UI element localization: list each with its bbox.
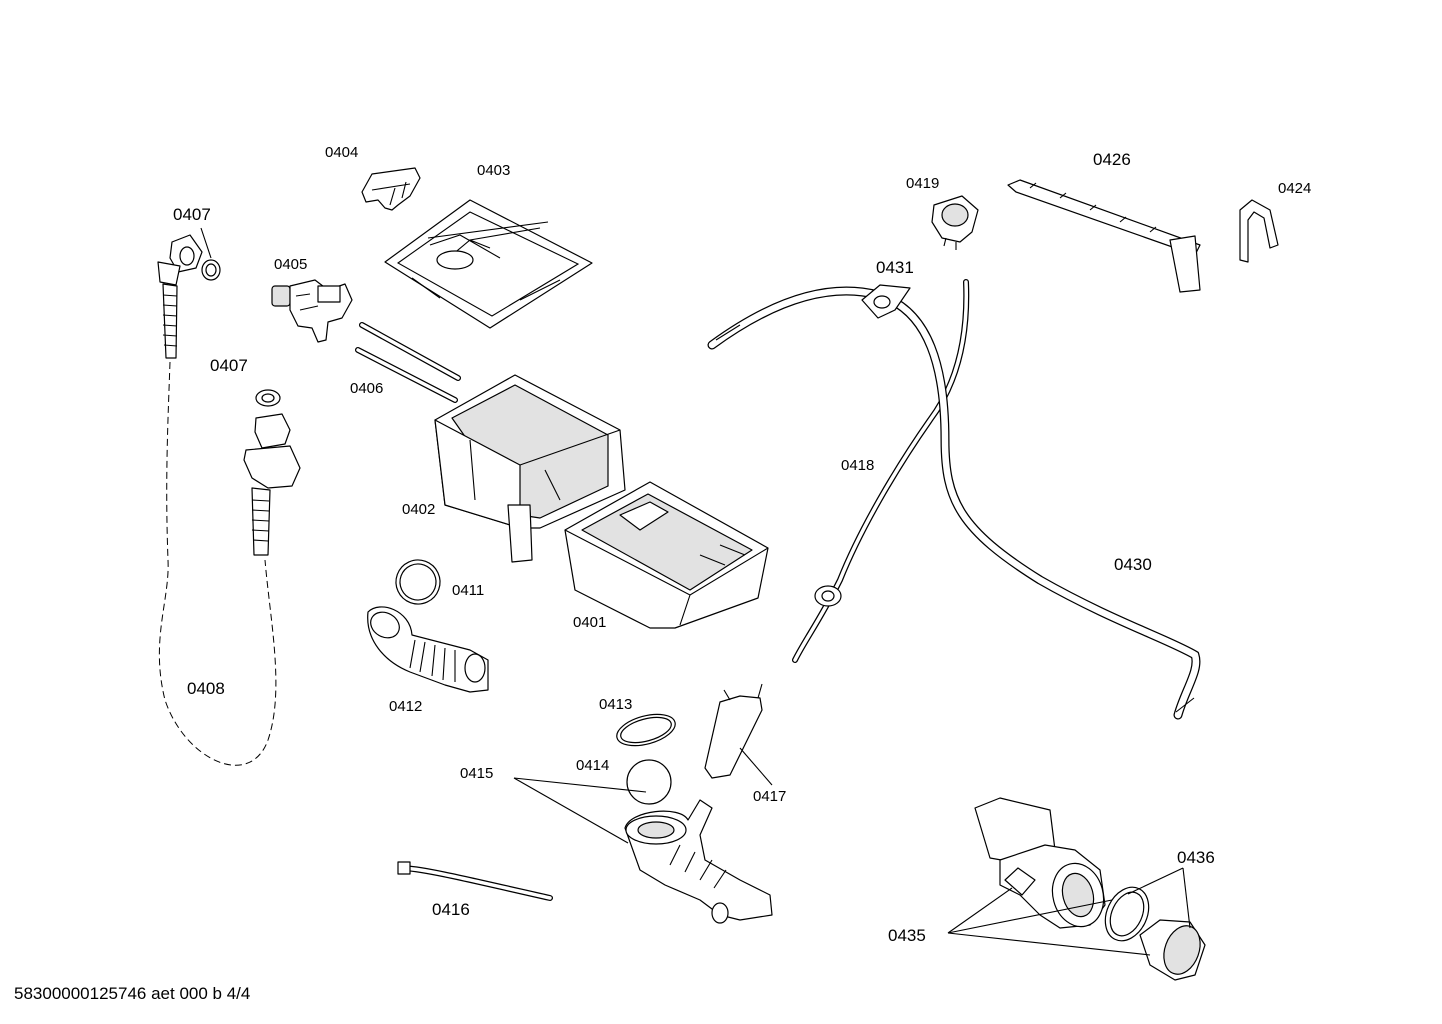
callout-0435: 0435 bbox=[888, 926, 926, 945]
callout-0419: 0419 bbox=[906, 175, 940, 192]
callout-0431: 0431 bbox=[876, 258, 914, 277]
part-0401-detergent-drawer bbox=[564, 481, 769, 629]
part-0405-inlet-valve bbox=[271, 279, 353, 343]
callout-0424: 0424 bbox=[1278, 180, 1312, 197]
callout-0405: 0405 bbox=[274, 256, 308, 273]
callout-0414: 0414 bbox=[576, 757, 610, 774]
part-0436-filter bbox=[1104, 886, 1206, 981]
part-0435-drain-pump bbox=[974, 797, 1106, 929]
part-0419-pressure-switch bbox=[931, 195, 979, 250]
callout-0401: 0401 bbox=[573, 614, 607, 631]
callout-0417: 0417 bbox=[753, 788, 787, 805]
part-0412-bellows-hose bbox=[367, 606, 489, 693]
part-0403-dispenser-frame bbox=[384, 199, 593, 329]
part-0417-heater-sensor bbox=[704, 683, 763, 779]
callout-0430: 0430 bbox=[1114, 555, 1152, 574]
part-0407-lower-connector bbox=[243, 389, 301, 556]
part-0415-sump-hose bbox=[624, 799, 773, 924]
callout-0407-top: 0407 bbox=[173, 205, 211, 224]
part-0406-hoses bbox=[355, 322, 461, 403]
part-0418-pressure-tube bbox=[792, 279, 970, 663]
callout-0406: 0406 bbox=[350, 380, 384, 397]
callout-0416: 0416 bbox=[432, 900, 470, 919]
part-0413-seal-ring bbox=[616, 713, 676, 747]
callout-0436: 0436 bbox=[1177, 848, 1215, 867]
part-0431-clamp bbox=[861, 284, 911, 319]
callout-0404: 0404 bbox=[325, 144, 359, 161]
leader-lines bbox=[200, 227, 1191, 956]
part-0414-ball bbox=[626, 759, 672, 805]
document-footer-id: 58300000125746 aet 000 b 4/4 bbox=[14, 984, 251, 1003]
callout-0407-lower: 0407 bbox=[210, 356, 248, 375]
part-0411-seal-ring bbox=[395, 559, 441, 605]
callout-0418: 0418 bbox=[841, 457, 875, 474]
callout-0413: 0413 bbox=[599, 696, 633, 713]
callout-0403: 0403 bbox=[477, 162, 511, 179]
part-0426-harness-bar bbox=[1007, 179, 1201, 293]
callout-0402: 0402 bbox=[402, 501, 436, 518]
callout-0412: 0412 bbox=[389, 698, 423, 715]
part-0407-top-connector bbox=[157, 234, 221, 359]
part-0424-clip bbox=[1239, 199, 1279, 263]
callout-0415: 0415 bbox=[460, 765, 494, 782]
part-0402-drawer-housing bbox=[434, 374, 626, 563]
part-0430-hose bbox=[707, 286, 1201, 720]
callout-0411: 0411 bbox=[452, 582, 485, 599]
callout-0426: 0426 bbox=[1093, 150, 1131, 169]
callout-0408: 0408 bbox=[187, 679, 225, 698]
part-0404-bracket bbox=[361, 167, 421, 211]
part-0416-hose bbox=[397, 861, 553, 901]
